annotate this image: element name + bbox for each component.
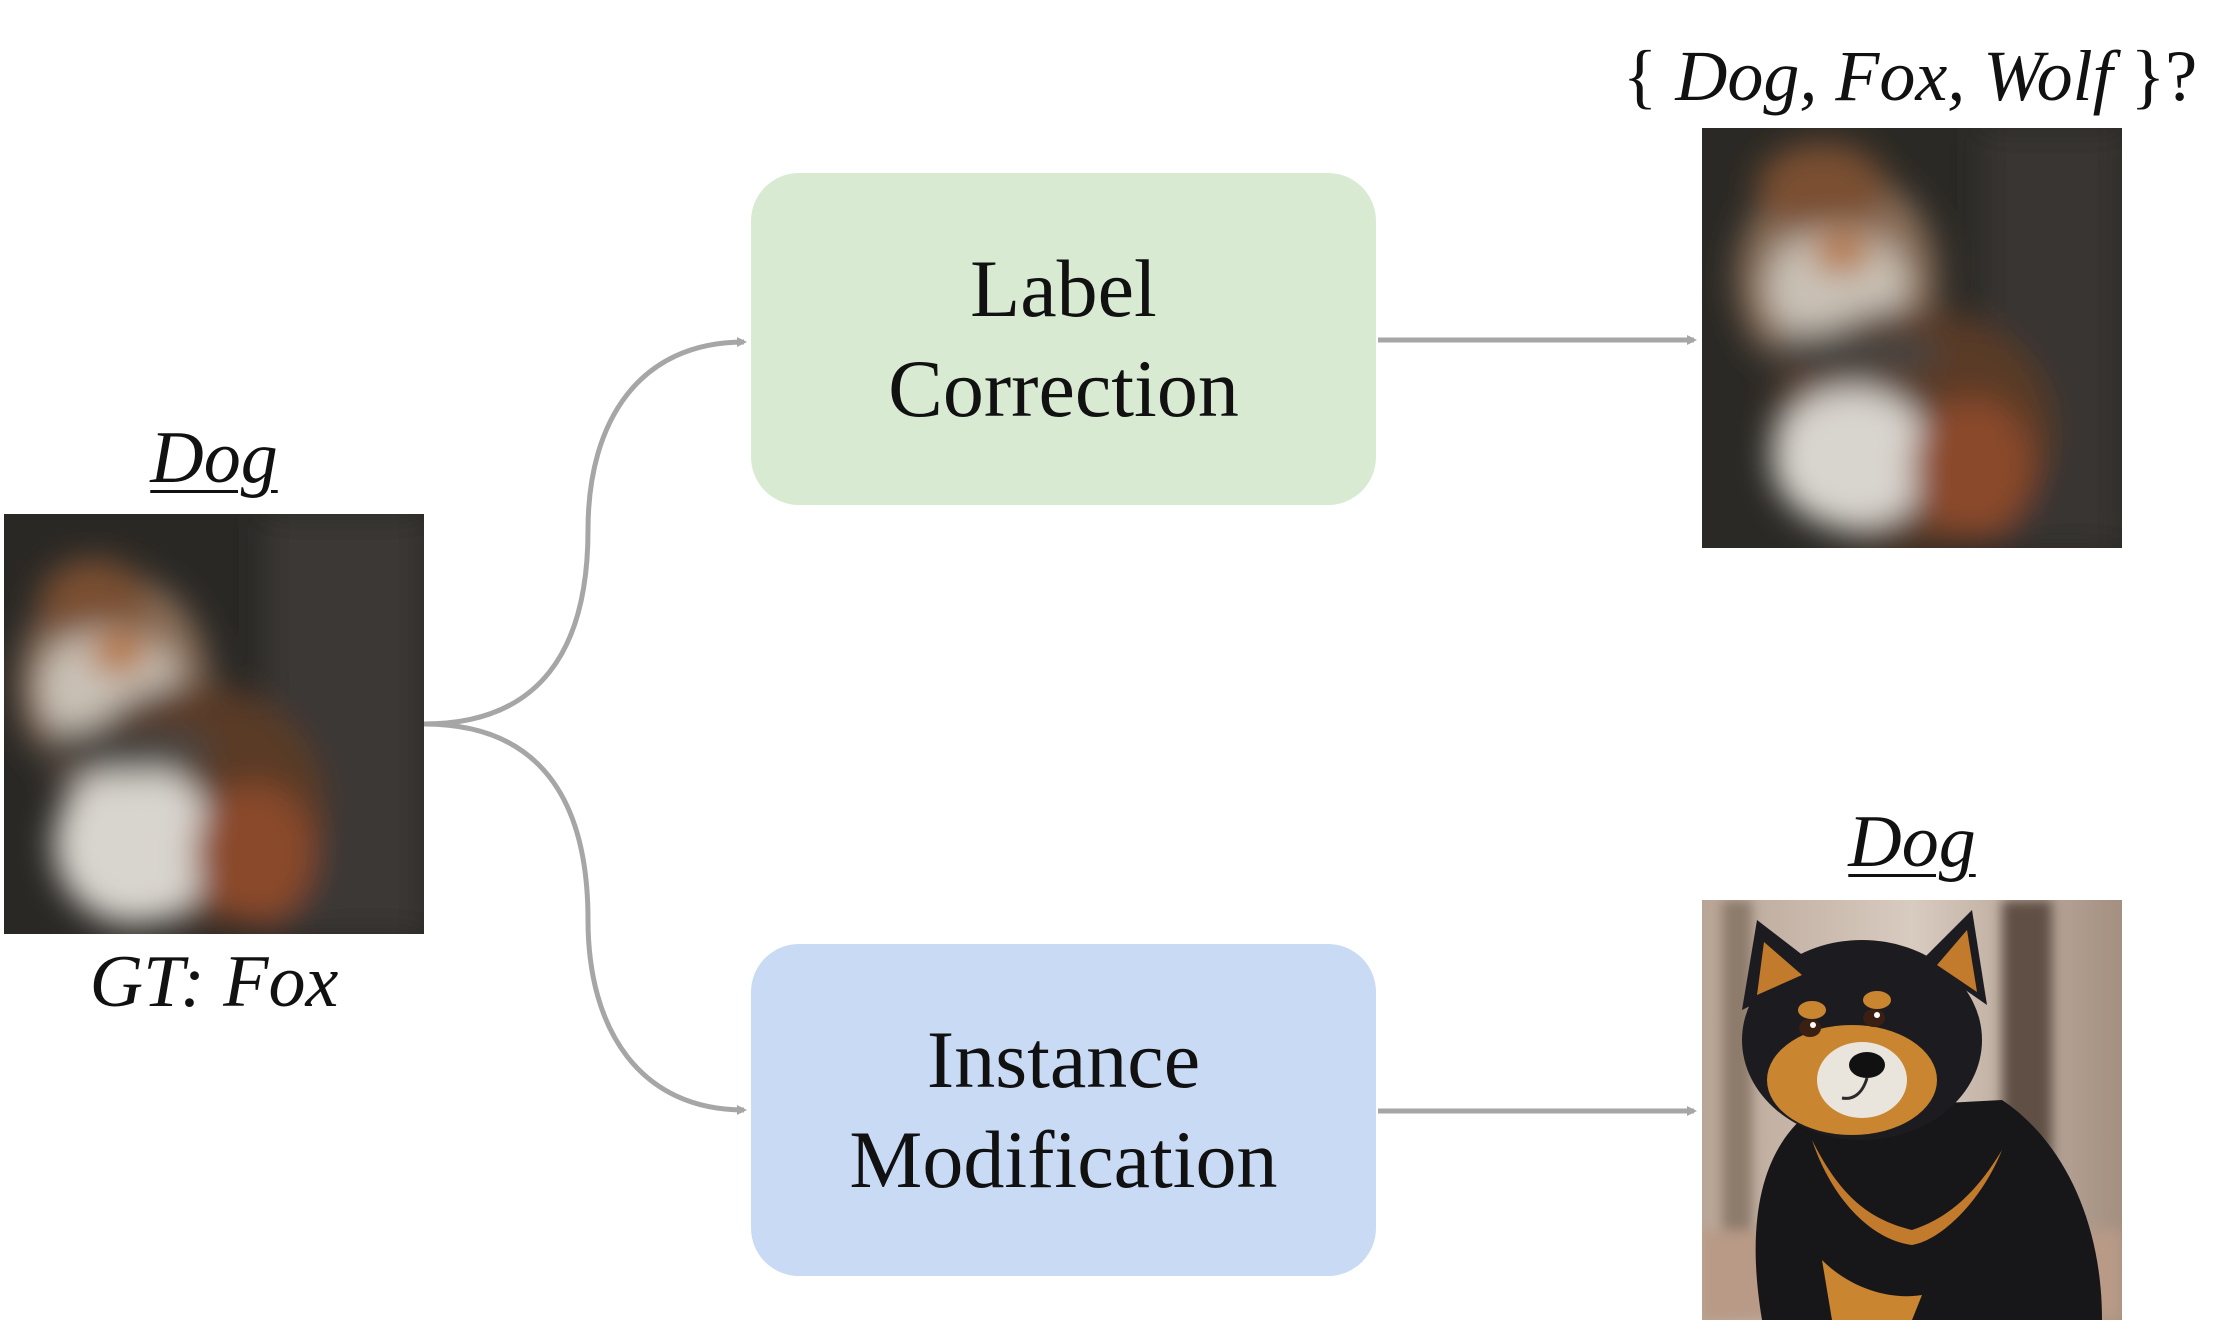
- candidate-labels: { Dog, Fox, Wolf }?: [1622, 36, 2198, 116]
- input-dog-image-blurred: [4, 514, 424, 934]
- instance-modification-output-image: [1702, 900, 2122, 1320]
- instance-modification-box: Instance Modification: [751, 944, 1376, 1276]
- label-correction-line1: Label: [970, 243, 1157, 334]
- instance-modification-line1: Instance: [926, 1014, 1201, 1105]
- arrow-to-label-correction: [423, 337, 747, 727]
- blurred-dog-picture: [4, 514, 424, 934]
- arrow-to-instance-modification: [423, 721, 747, 1115]
- ground-truth-label: GT: Fox: [89, 941, 339, 1023]
- blurred-dog-picture: [1702, 128, 2122, 548]
- label-correction-output-image-blurred: [1702, 128, 2122, 548]
- label-correction-line2: Correction: [888, 343, 1239, 434]
- label-correction-box: Label Correction: [751, 173, 1376, 505]
- modified-output-label: Dog: [1848, 801, 1976, 883]
- instance-modification-line2: Modification: [849, 1114, 1278, 1205]
- sharp-dog-picture: [1702, 900, 2122, 1320]
- input-label: Dog: [150, 417, 278, 499]
